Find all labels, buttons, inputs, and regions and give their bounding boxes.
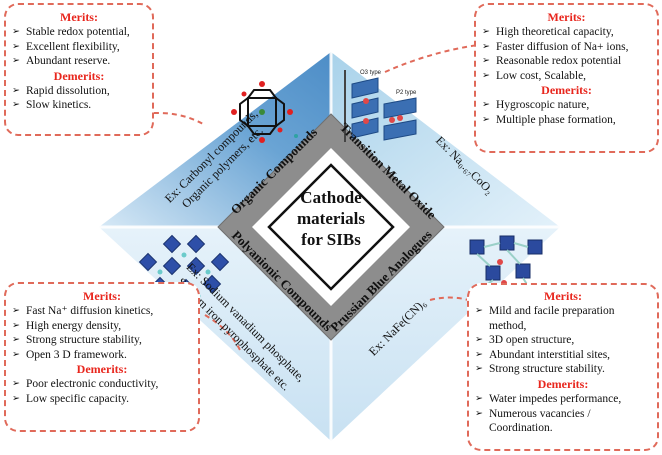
layered-oxide-structure-icon [344, 70, 417, 142]
merit-item: Stable redox potential, [12, 25, 146, 40]
merit-item-continued: method, [489, 319, 527, 332]
merits-box-transition-metal-oxide: Merits: High theoretical capacity, Faste… [474, 3, 659, 153]
connector-bottom-left [204, 314, 241, 351]
merit-item: Mild and facile preparation [475, 304, 651, 319]
merit-item: Reasonable redox potential [482, 54, 651, 69]
demerits-heading: Demerits: [53, 68, 105, 83]
connector-top-right [384, 44, 479, 73]
demerit-item: Numerous vacancies / [475, 407, 651, 422]
merit-item: Faster diffusion of Na+ ions, [482, 40, 651, 55]
merit-item: 3D open structure, [475, 333, 651, 348]
merit-item: Abundant interstitial sites, [475, 348, 651, 363]
merits-heading: Merits: [544, 289, 582, 303]
merit-item: Strong structure stability. [475, 362, 651, 377]
center-diamond [252, 148, 410, 306]
merit-item: High theoretical capacity, [482, 25, 651, 40]
demerit-item: Water impedes performance, [475, 392, 651, 407]
merit-item: Abundant reserve. [12, 54, 146, 69]
demerit-item: Multiple phase formation, [482, 113, 651, 128]
center-title: Cathode materials for SIBs [264, 187, 398, 250]
merit-item: Fast Na⁺ diffusion kinetics, [12, 304, 192, 319]
o3-type-label: O3 type [360, 70, 382, 76]
demerit-item: Slow kinetics. [12, 98, 146, 113]
merit-item: Low cost, Scalable, [482, 69, 651, 84]
demerits-heading: Demerits: [537, 376, 589, 391]
p2-type-label: P2 type [396, 90, 417, 96]
center-title-line2: materials [297, 209, 365, 228]
merit-item: Open 3 D framework. [12, 348, 192, 363]
demerit-item: Poor electronic conductivity, [12, 377, 192, 392]
demerit-item: Rapid dissolution, [12, 84, 146, 99]
merits-heading: Merits: [60, 10, 98, 24]
center-frame [267, 163, 395, 291]
demerit-item: Hygroscopic nature, [482, 98, 651, 113]
connector-bottom-right [429, 296, 469, 301]
organic-molecule-icon [231, 81, 298, 143]
center-title-line1: Cathode [300, 188, 362, 207]
merit-item: Strong structure stability, [12, 333, 192, 348]
demerit-item: Low specific capacity. [12, 392, 192, 407]
merit-item: Excellent flexibility, [12, 40, 146, 55]
center-title-line3: for SIBs [301, 230, 361, 249]
merits-heading: Merits: [547, 10, 586, 24]
merits-box-prussian-blue: Merits: Mild and facile preparation meth… [467, 283, 659, 451]
demerits-heading: Demerits: [541, 83, 592, 98]
connector-top-left [135, 112, 206, 126]
merit-item: High energy density, [12, 319, 192, 334]
merits-box-polyanionic: Merits: Fast Na⁺ diffusion kinetics, Hig… [4, 282, 200, 432]
merits-heading: Merits: [83, 289, 121, 303]
merits-box-organic: Merits: Stable redox potential, Excellen… [4, 3, 154, 136]
demerit-item-continued: Coordination. [489, 422, 553, 435]
demerits-heading: Demerits: [76, 362, 128, 377]
